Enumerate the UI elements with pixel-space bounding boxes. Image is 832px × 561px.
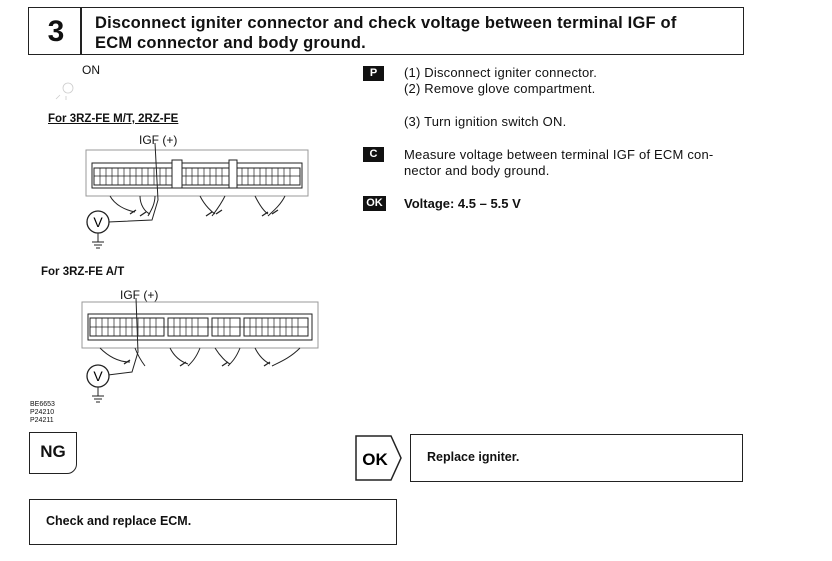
header-divider (80, 8, 82, 54)
prep-badge: P (363, 66, 384, 81)
ng-tab: NG (29, 432, 77, 474)
igf-label-mt: IGF (+) (139, 133, 178, 147)
check-badge: C (363, 147, 384, 162)
check-line-1: Measure voltage between terminal IGF of … (404, 147, 714, 162)
prep-step-1: (1) Disconnect igniter connector. (404, 65, 598, 80)
check-line-2: nector and body ground. (404, 163, 550, 178)
voltage-spec: Voltage: 4.5 – 5.5 V (404, 196, 521, 211)
ok-action-box (410, 434, 743, 482)
figure-codes: BE6653 P24210 P24211 (30, 401, 55, 425)
connector-diagram: V V (55, 82, 319, 403)
ecm-connector-at (81, 297, 319, 403)
ok-tab-label: OK (362, 450, 388, 469)
variant-label-at: For 3RZ-FE A/T (41, 266, 125, 278)
prep-step-2: (2) Remove glove compartment. (404, 81, 596, 96)
ignition-key-icon (55, 82, 74, 100)
step-title-line2: ECM connector and body ground. (95, 34, 366, 52)
check-instruction: Measure voltage between terminal IGF of … (404, 147, 754, 179)
ok-tab: OK (355, 435, 402, 481)
step-number: 3 (47, 15, 65, 48)
ignition-on-label: ON (82, 63, 100, 77)
step-title: Disconnect igniter connector and check v… (95, 13, 735, 53)
figure-code: BE6653 (30, 401, 55, 408)
ng-action-box (29, 499, 397, 545)
variant-label-mt: For 3RZ-FE M/T, 2RZ-FE (48, 113, 179, 125)
ok-action-text: Replace igniter. (427, 450, 520, 464)
figure-code: P24210 (30, 409, 55, 416)
figure-code: P24211 (30, 417, 54, 424)
ecm-connector-mt (85, 142, 309, 249)
ok-badge: OK (363, 196, 386, 211)
voltmeter-symbol-at: V (93, 368, 103, 384)
step-title-line1: Disconnect igniter connector and check v… (95, 14, 677, 32)
ng-action-text: Check and replace ECM. (46, 514, 192, 528)
igf-label-at: IGF (+) (120, 288, 159, 302)
prep-step-3: (3) Turn ignition switch ON. (404, 114, 567, 129)
voltmeter-symbol-mt: V (93, 214, 103, 230)
step-header-box (28, 7, 744, 55)
